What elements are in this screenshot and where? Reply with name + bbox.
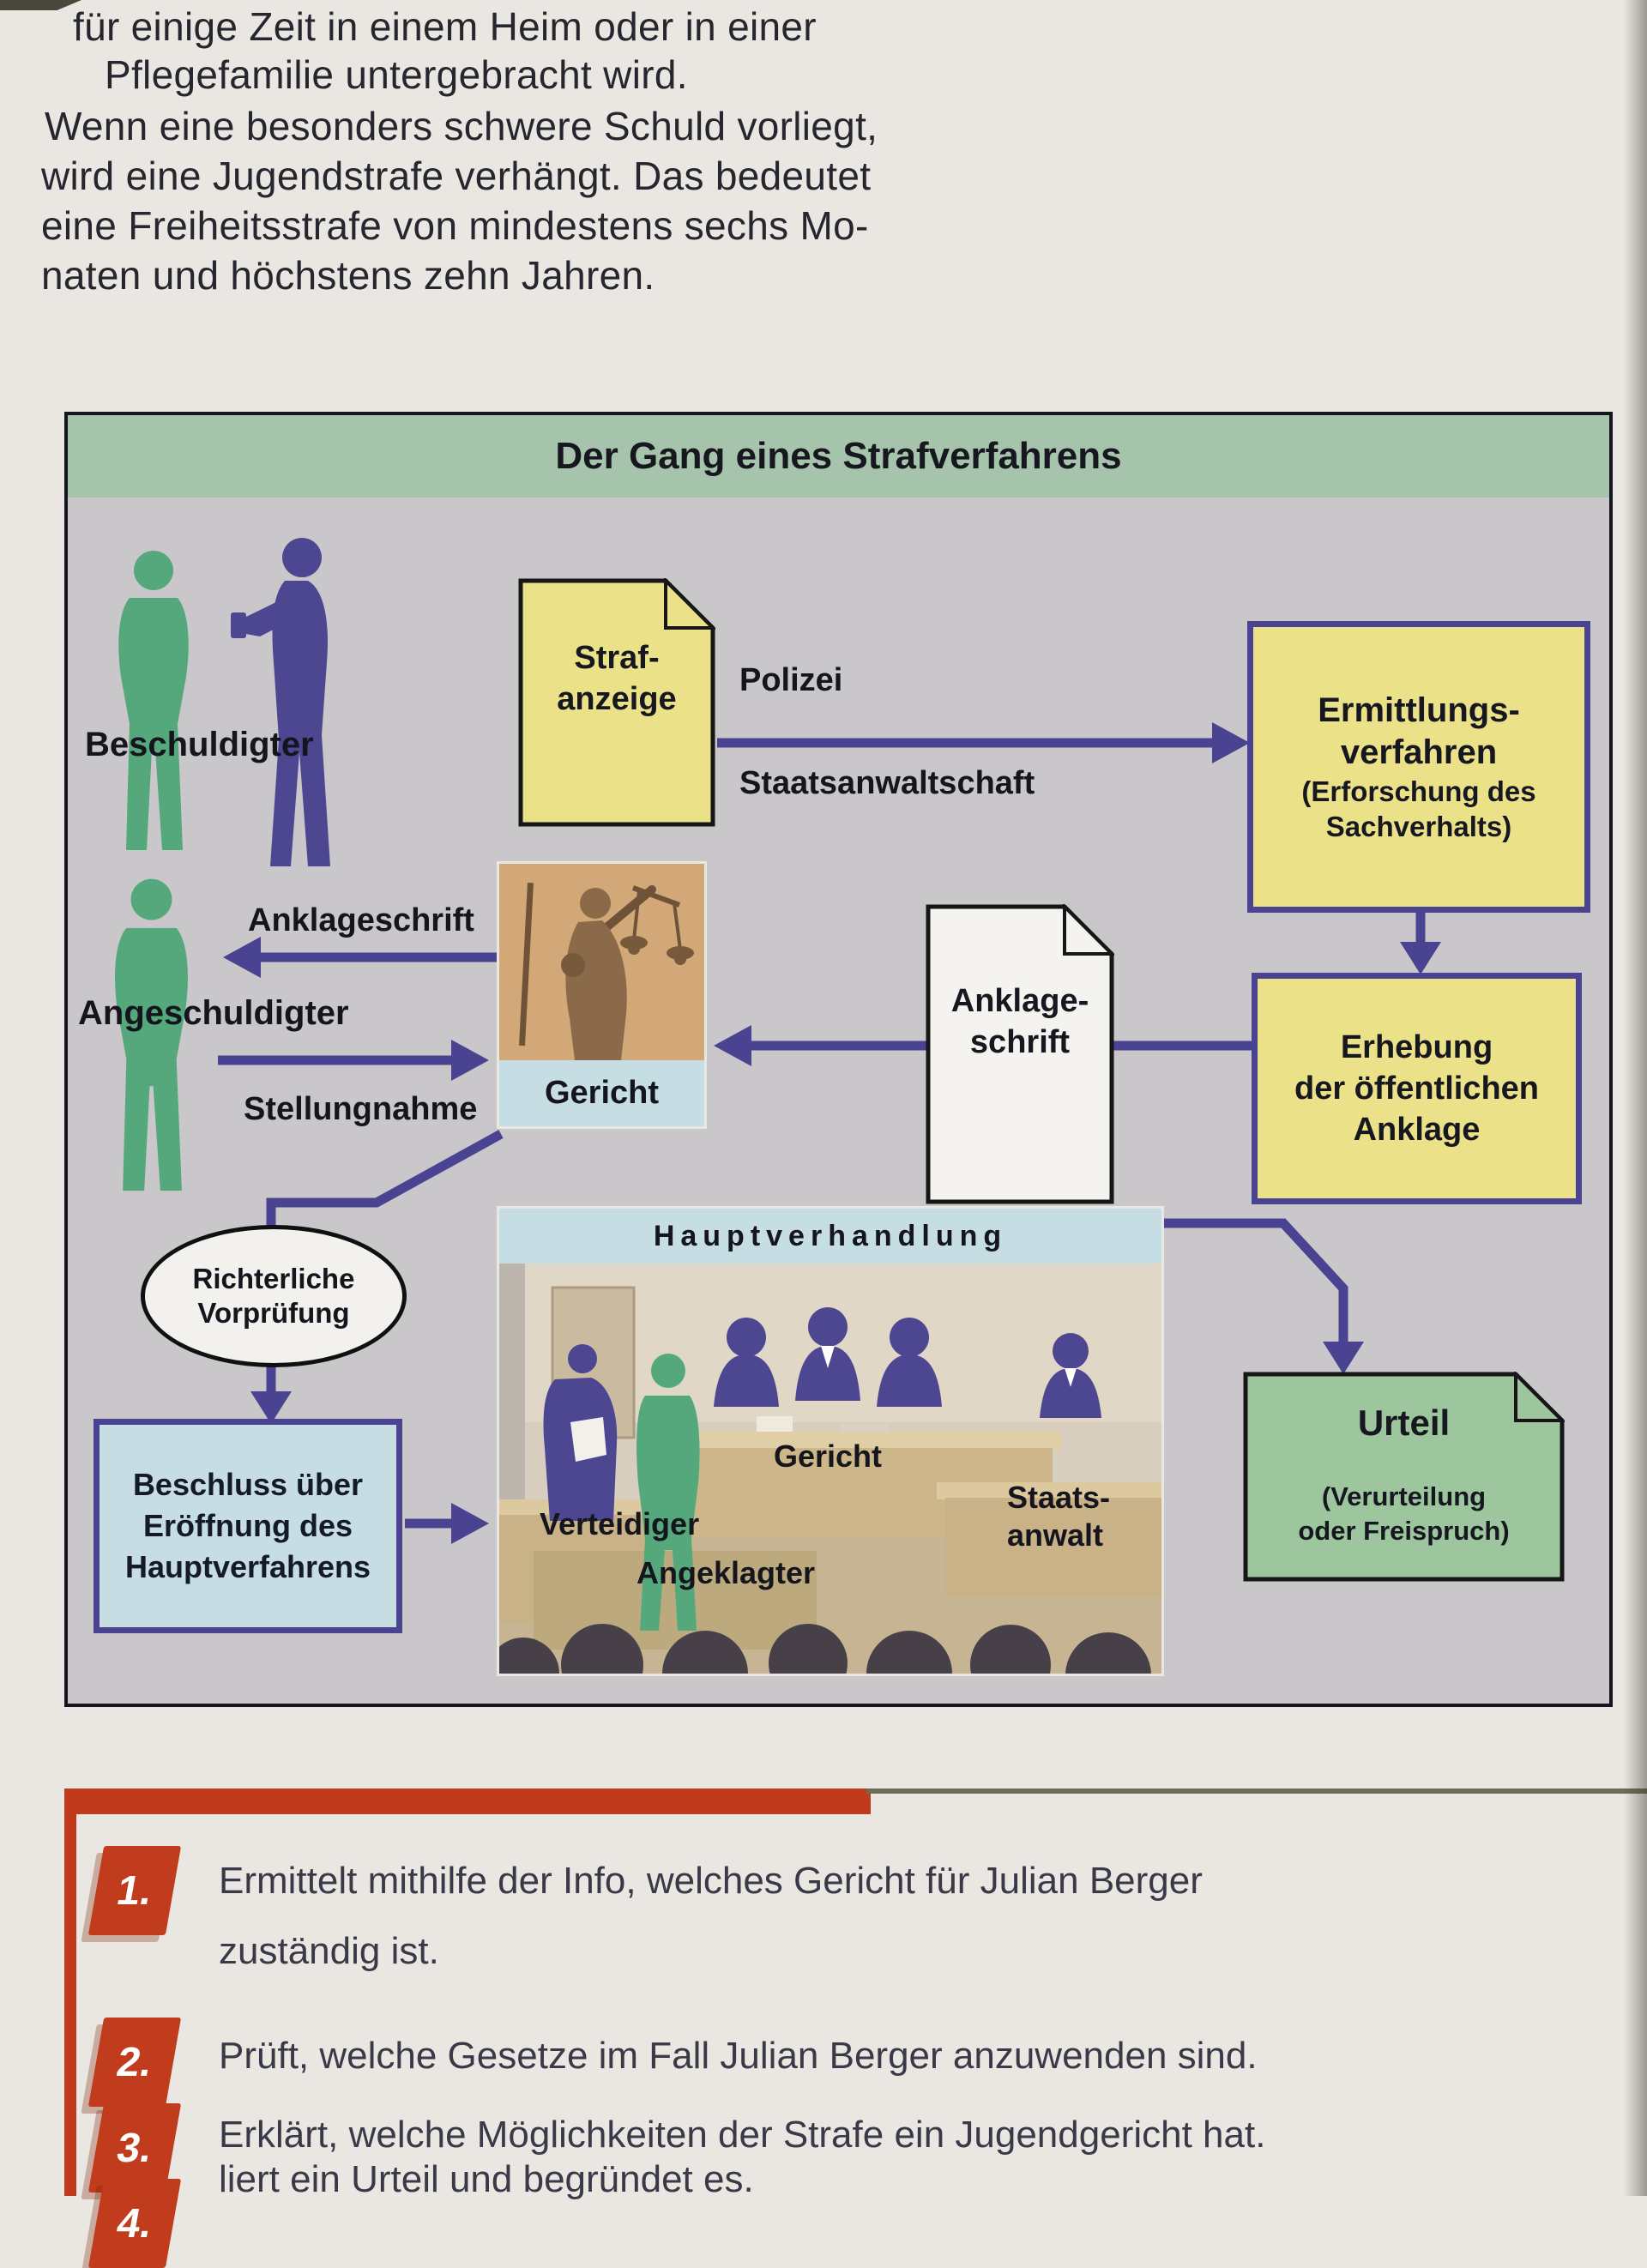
beschluss-box: Beschluss über Eröffnung des Hauptverfah… <box>94 1419 402 1633</box>
richterliche-vorpruefung-ellipse: Richterliche Vorprüfung <box>141 1225 407 1367</box>
ermittlung-line3: (Erforschung des <box>1301 775 1536 807</box>
hv-verteidiger-label: Verteidiger <box>540 1506 700 1541</box>
anklageschrift-line1: Anklage- <box>950 983 1089 1019</box>
arrowhead-down-2 <box>250 1391 292 1424</box>
hauptverhandlung-header: Hauptverhandlung <box>499 1209 1161 1264</box>
hauptverhandlung-box: Hauptverhandlung <box>497 1206 1164 1676</box>
erhebung-anklage-box: Erhebung der öffentlichen Anklage <box>1252 973 1582 1204</box>
task-3-text: Erklärt, welche Möglichkeiten der Strafe… <box>219 2114 1266 2156</box>
arrowhead-down-1 <box>1400 942 1441 974</box>
intro-line-6: naten und höchstens zehn Jahren. <box>41 253 655 298</box>
stellungnahme-arrow-label: Stellungnahme <box>244 1091 478 1127</box>
erhebung-line1: Erhebung <box>1340 1029 1493 1065</box>
diagram-title-bar: Der Gang eines Strafverfahrens <box>68 415 1609 498</box>
task-2-text: Prüft, welche Gesetze im Fall Julian Ber… <box>219 2035 1258 2077</box>
page-edge-shadow <box>1624 0 1647 2196</box>
arrowhead-right-3 <box>451 1503 489 1544</box>
vorpruefung-line1: Richterliche <box>192 1263 355 1294</box>
task-2-number: 2. <box>113 2039 156 2085</box>
intro-line-2: Pflegefamilie untergebracht wird. <box>105 52 688 97</box>
task-1-badge: 1. <box>87 1846 182 1935</box>
angeklagter-icon <box>636 1354 700 1631</box>
angeschuldigter-label: Angeschuldigter <box>78 994 349 1032</box>
beschuldigter-label: Beschuldigter <box>85 726 314 763</box>
document-icon <box>926 902 1116 1204</box>
arrowhead-down-3 <box>1323 1342 1364 1374</box>
arrowhead-right-2 <box>451 1040 489 1081</box>
task-1-text-line2: zuständig ist. <box>219 1930 439 1972</box>
urteil-line3: oder Freispruch) <box>1298 1516 1510 1546</box>
hv-staatsanwalt-label-2: anwalt <box>1007 1517 1104 1553</box>
polizei-label: Polizei <box>739 662 843 698</box>
urteil-line2: (Verurteilung <box>1321 1481 1487 1511</box>
erhebung-line2: der öffentlichen <box>1294 1071 1540 1107</box>
anklageschrift-line2: schrift <box>969 1024 1071 1060</box>
hv-gericht-label: Gericht <box>774 1439 883 1474</box>
intro-line-4: wird eine Jugendstrafe verhängt. Das bed… <box>41 154 872 198</box>
task-4-badge: 4. <box>87 2179 182 2268</box>
strafanzeige-line2: anzeige <box>557 681 677 717</box>
tasks-top-line <box>866 1788 1647 1794</box>
diagram-title: Der Gang eines Strafverfahrens <box>555 435 1122 477</box>
anzeigender-person-icon <box>231 538 330 866</box>
intro-line-5: eine Freiheitsstrafe von mindestens sech… <box>41 203 869 248</box>
courtroom-scene <box>499 1264 1161 1674</box>
ermittlung-line2: verfahren <box>1340 733 1498 771</box>
gericht-label: Gericht <box>544 1075 660 1111</box>
prosecutor-desk <box>945 1498 1161 1596</box>
arrowhead-right-1 <box>1212 722 1250 763</box>
task-3-number: 3. <box>113 2125 156 2171</box>
hauptverhandlung-title: Hauptverhandlung <box>653 1219 1008 1252</box>
audience-heads <box>499 1624 1151 1674</box>
tasks-left-bar <box>64 1788 76 2196</box>
gericht-label-strip: Gericht <box>499 1060 704 1126</box>
staatsanwalt-icon <box>1040 1333 1101 1418</box>
urteil-line1: Urteil <box>1357 1402 1451 1443</box>
ermittlungsverfahren-box: Ermittlungs- verfahren (Erforschung des … <box>1247 621 1590 913</box>
ermittlung-line1: Ermittlungs- <box>1318 691 1520 729</box>
tasks-top-bar <box>64 1788 871 1814</box>
document-icon <box>1243 1370 1566 1582</box>
intro-line-3: Wenn eine besonders schwere Schuld vorli… <box>45 104 878 148</box>
erhebung-line3: Anklage <box>1353 1112 1481 1148</box>
task-4-number: 4. <box>113 2200 156 2247</box>
hv-angeklagter-label: Angeklagter <box>636 1555 816 1590</box>
angeschuldigter-person-icon <box>115 878 188 1191</box>
staatsanwaltschaft-label: Staatsanwaltschaft <box>739 765 1035 801</box>
elbow-hauptverhandlung-to-urteil <box>1160 1218 1348 1342</box>
task-1-number: 1. <box>113 1867 156 1914</box>
ermittlung-line4: Sachverhalts) <box>1325 811 1512 842</box>
strafanzeige-document: Straf- anzeige <box>518 576 717 827</box>
hv-staatsanwalt-label-1: Staats- <box>1007 1480 1111 1515</box>
beschluss-line2: Eröffnung des <box>143 1508 353 1543</box>
urteil-document: Urteil (Verurteilung oder Freispruch) <box>1243 1370 1566 1582</box>
arrowhead-left-1 <box>714 1025 751 1066</box>
arrowhead-left-2 <box>223 937 261 978</box>
anklageschrift-document: Anklage- schrift <box>926 902 1116 1204</box>
flowchart-strafverfahren: Der Gang eines Strafverfahrens <box>64 412 1613 1707</box>
task-1-text-line1: Ermittelt mithilfe der Info, welches Ger… <box>219 1860 1203 1902</box>
verteidiger-icon <box>543 1344 618 1521</box>
beschluss-line1: Beschluss über <box>132 1467 364 1502</box>
justitia-statue-icon <box>499 864 704 1060</box>
anklageschrift-arrow-label: Anklageschrift <box>248 902 474 938</box>
strafanzeige-line1: Straf- <box>574 640 660 676</box>
task-2-badge: 2. <box>87 2018 182 2107</box>
photo-corner-artifact <box>0 0 81 10</box>
intro-line-1: für einige Zeit in einem Heim oder in ei… <box>73 4 817 49</box>
beschluss-line3: Hauptverfahrens <box>124 1549 371 1584</box>
judge-icons <box>714 1307 942 1407</box>
beschuldigter-person-icon <box>118 551 189 850</box>
document-icon <box>518 576 717 827</box>
task-4-text: liert ein Urteil und begründet es. <box>219 2158 754 2200</box>
gericht-justitia-image: Gericht <box>497 861 707 1129</box>
vorpruefung-line2: Vorprüfung <box>197 1297 350 1329</box>
